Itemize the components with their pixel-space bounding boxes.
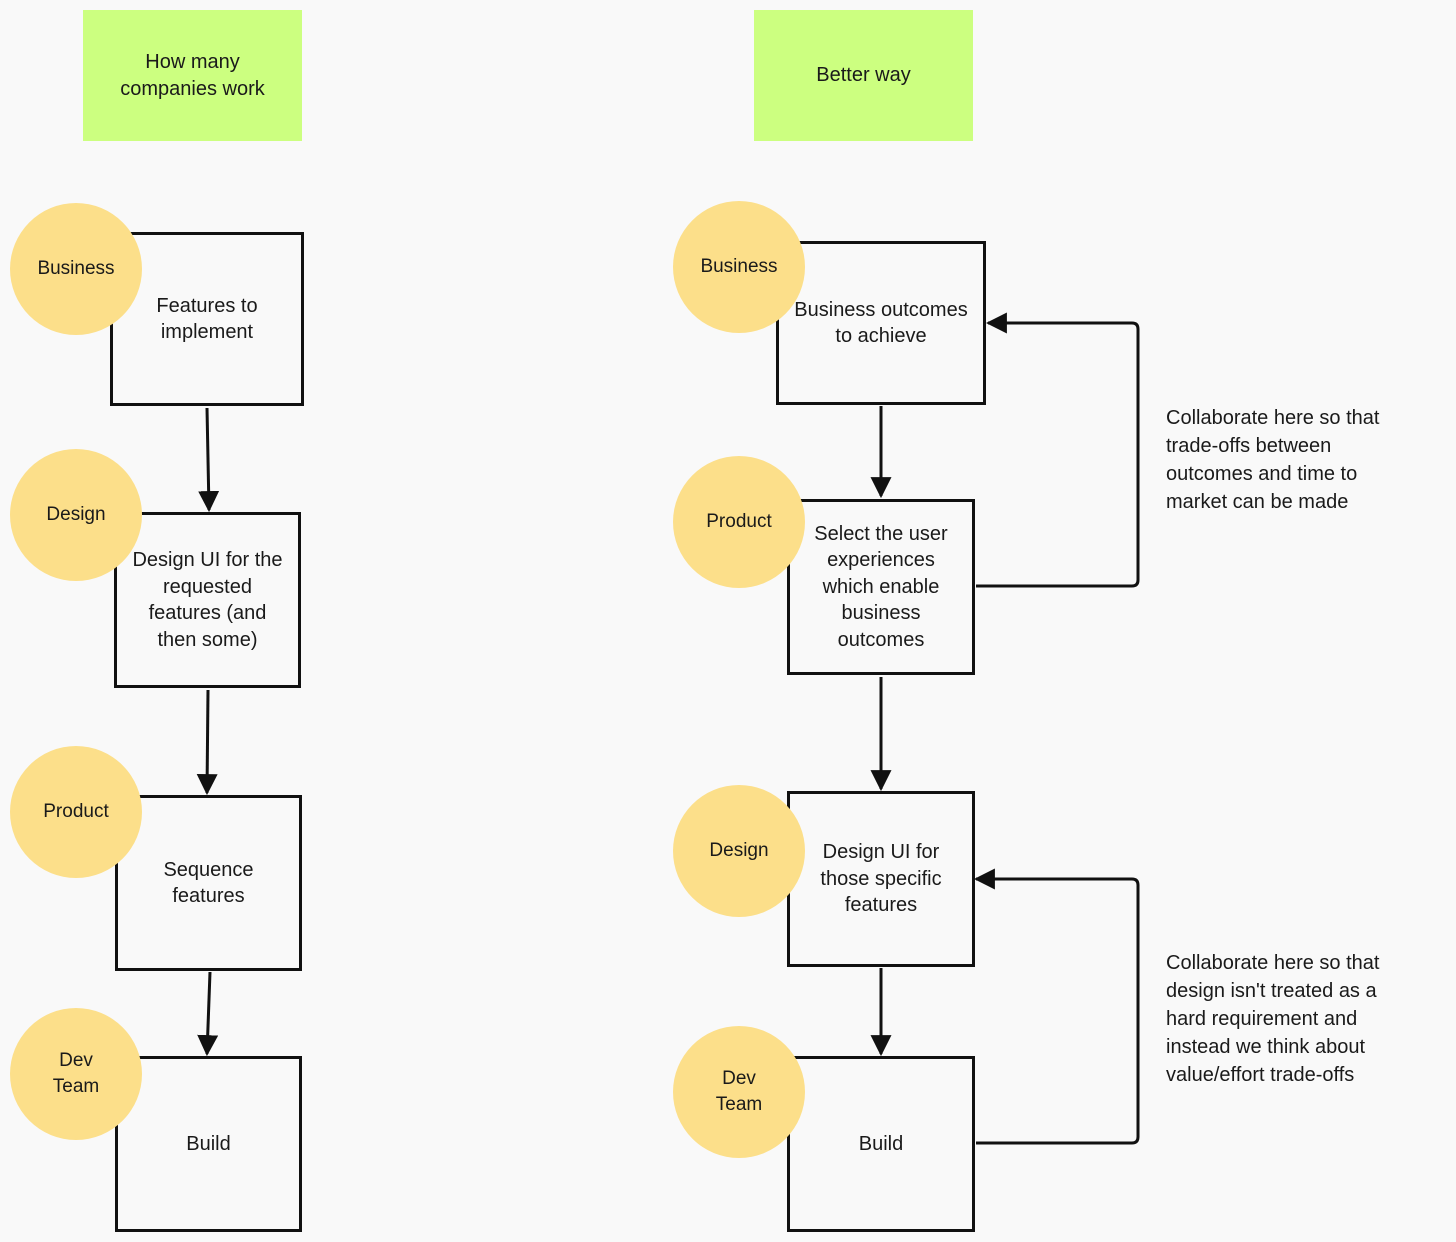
box-label: Build [858,1132,904,1155]
role-dev-team-left: Dev Team [10,1008,142,1140]
box-features-to-implement: Features to implement [110,232,304,406]
box-build-left: Build [115,1056,302,1232]
box-label: Build [186,1132,231,1155]
note-collaborate-design: Collaborate here so that design isn't tr… [1166,949,1436,1089]
arrow-left-2 [196,689,218,796]
role-label: Dev Team [715,1068,763,1115]
box-label: Select the user experiences which enable… [814,522,948,651]
role-business-left: Business [10,203,142,335]
header-label: Better way [816,64,911,86]
role-product-left: Product [10,746,142,878]
box-sequence-features: Sequence features [115,795,302,971]
header-how-many-companies-work: How many companies work [83,10,302,141]
role-label: Product [43,801,109,822]
role-business-right: Business [673,201,805,333]
box-business-outcomes: Business outcomes to achieve [776,241,986,405]
role-label: Design [709,840,769,861]
role-design-left: Design [10,449,142,581]
role-label: Dev Team [52,1050,100,1097]
note-text: Collaborate here so that design isn't tr… [1166,952,1380,1086]
box-select-user-experiences: Select the user experiences which enable… [787,499,975,675]
role-label: Business [37,258,115,279]
header-label: How many companies work [120,50,265,100]
role-design-right: Design [673,785,805,917]
arrow-left-1 [198,407,220,513]
box-label: Features to implement [156,294,258,344]
role-label: Design [46,504,106,525]
header-better-way: Better way [754,10,973,141]
arrow-left-3 [197,971,219,1057]
role-dev-team-right: Dev Team [673,1026,805,1158]
note-text: Collaborate here so that trade-offs betw… [1166,407,1380,513]
box-label: Design UI for those specific features [820,841,942,917]
note-collaborate-outcomes: Collaborate here so that trade-offs betw… [1166,404,1436,516]
role-product-right: Product [673,456,805,588]
box-label: Design UI for the requested features (an… [132,549,283,651]
box-design-ui-requested: Design UI for the requested features (an… [114,512,301,688]
box-label: Sequence features [163,858,254,908]
box-design-ui-specific: Design UI for those specific features [787,791,975,967]
role-label: Product [706,511,772,532]
feedback-arrow-product-to-business [976,312,1140,588]
feedback-arrow-build-to-design [973,868,1140,1145]
role-label: Business [700,256,778,277]
box-label: Business outcomes to achieve [794,298,968,348]
box-build-right: Build [787,1056,975,1232]
